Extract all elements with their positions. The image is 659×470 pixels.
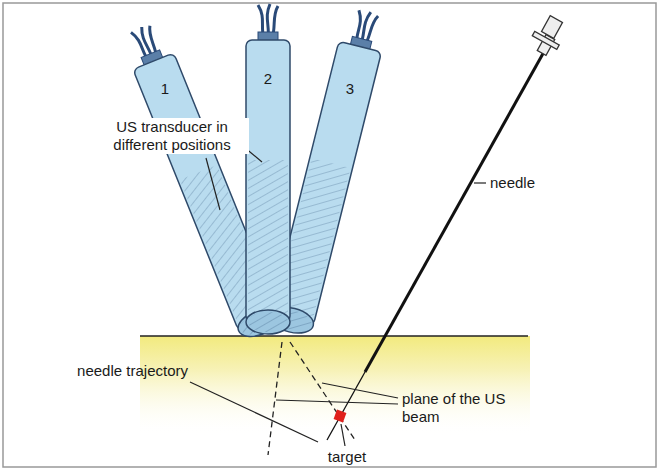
part-label: target: [322, 448, 372, 466]
transducer-2: [246, 4, 290, 334]
callout-number: 3: [342, 80, 358, 98]
needle-trajectory-line: [327, 372, 365, 440]
part-label: US transducer in different positions: [95, 118, 249, 154]
skin-surface: [140, 335, 528, 337]
callout-number: 2: [260, 70, 276, 88]
part-label: needle: [490, 174, 560, 192]
callout-number: 1: [157, 80, 173, 98]
needle-shaft: [365, 50, 545, 372]
beam-plane-line: [268, 342, 282, 455]
beam-plane-line: [290, 342, 355, 440]
needle-hub: [532, 16, 562, 56]
frame: [3, 3, 656, 467]
part-label: needle trajectory: [48, 362, 188, 380]
part-label: plane of the US beam: [402, 390, 512, 426]
target-marker: [334, 410, 347, 423]
